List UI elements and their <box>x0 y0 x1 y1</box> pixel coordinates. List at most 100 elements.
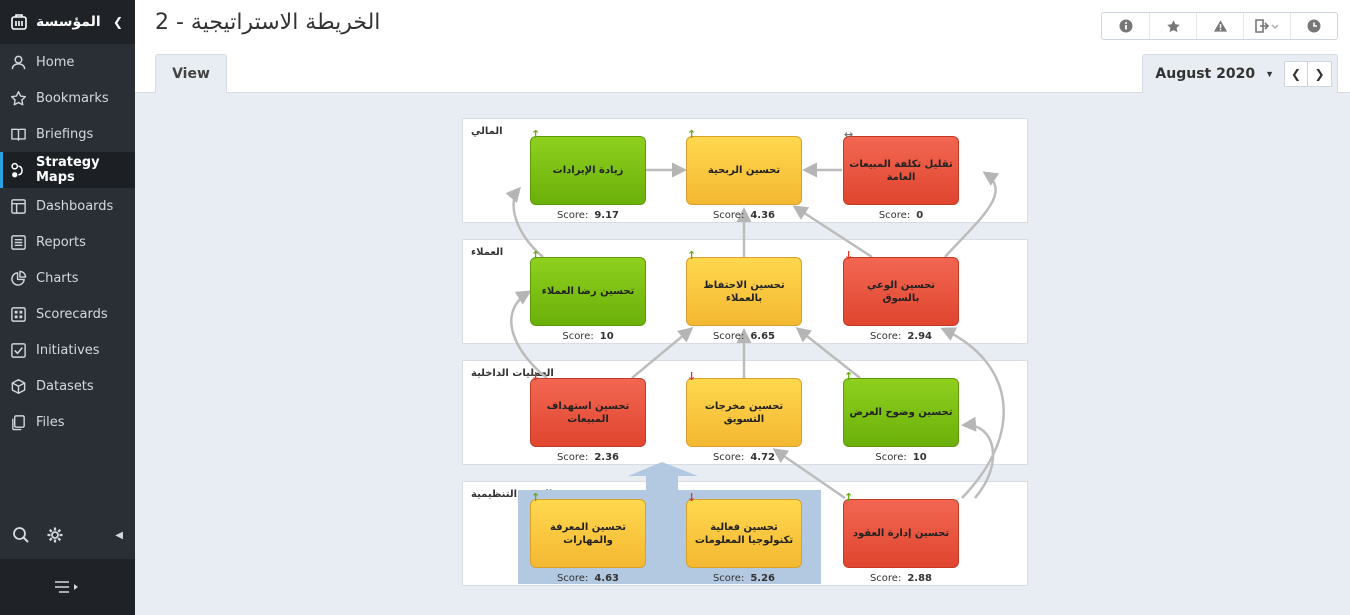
trend-flat-icon: ↔ <box>844 128 854 141</box>
score-value: 4.63 <box>594 573 620 584</box>
objective-node[interactable]: ↑ تحسين إدارة العقود <box>843 492 959 568</box>
period-label[interactable]: August 2020 <box>1155 66 1256 82</box>
score-value: 6.65 <box>750 331 776 342</box>
book-icon <box>11 128 26 141</box>
history-button[interactable] <box>1290 13 1337 39</box>
star-icon <box>10 90 27 105</box>
objective-node[interactable]: ↓ تحسين فعالية تكنولوجيا المعلومات <box>686 492 802 568</box>
trend-up-icon: ↑ <box>531 128 541 141</box>
page-title: الخريطة الاستراتيجية - 2 <box>155 10 381 35</box>
objective-node[interactable]: ↑ تحسين وضوح العرض <box>843 371 959 447</box>
caret-down-icon[interactable]: ▼ <box>1265 69 1274 79</box>
nav-item-briefings[interactable]: Briefings <box>0 116 135 152</box>
objective-label: تحسين الاحتفاظ بالعملاء <box>703 279 785 304</box>
score-label: Score: <box>712 331 745 342</box>
sidebar-tools: ◀ <box>0 515 135 555</box>
nav-item-reports[interactable]: Reports <box>0 224 135 260</box>
org-switcher[interactable]: المؤسسة ❮ <box>0 0 135 44</box>
score-label: Score: <box>556 452 589 463</box>
nav-item-strategy-maps[interactable]: Strategy Maps <box>0 152 135 188</box>
objective-node[interactable]: ↑ تحسين رضا العملاء <box>530 250 646 326</box>
nav-label: Files <box>36 414 65 430</box>
objective-node[interactable]: ↑ زيادة الإيرادات <box>530 129 646 205</box>
gear-icon[interactable] <box>46 526 64 544</box>
collapse-sidebar-icon[interactable]: ◀ <box>115 529 123 541</box>
objective-score: Score: 2.36 <box>530 452 646 463</box>
score-label: Score: <box>712 452 745 463</box>
search-icon[interactable] <box>12 526 30 544</box>
connector <box>961 416 995 499</box>
nav-item-initiatives[interactable]: Initiatives <box>0 332 135 368</box>
chevron-right-icon: ❯ <box>1314 67 1325 81</box>
trend-up-icon: ↑ <box>687 249 697 262</box>
objective-node[interactable]: ↓ تحسين استهداف المبيعات <box>530 371 646 447</box>
trend-down-icon: ↓ <box>844 249 854 262</box>
objective-label: تحسين المعرفة والمهارات <box>549 521 627 546</box>
objective-score: Score:0 <box>843 210 959 221</box>
objective-node[interactable]: ↓ تحسين الوعي بالسوق <box>843 250 959 326</box>
trend-up-icon: ↑ <box>687 128 697 141</box>
alert-button[interactable] <box>1196 13 1243 39</box>
export-button[interactable] <box>1243 13 1290 39</box>
objective-score: Score:10 <box>530 331 646 342</box>
score-value: 2.36 <box>594 452 620 463</box>
strategy-map: المالي العملاء العمليات الداخلية القدرة … <box>135 93 1350 615</box>
objective-score: Score:2.94 <box>843 331 959 342</box>
objective-label: تحسين رضا العملاء <box>541 286 635 297</box>
objective-label: تحسين وضوح العرض <box>849 407 953 418</box>
objective-node[interactable]: ↑ تحسين الاحتفاظ بالعملاء <box>686 250 802 326</box>
nav-item-dashboards[interactable]: Dashboards <box>0 188 135 224</box>
trend-up-icon: ↑ <box>531 491 541 504</box>
menu-expand-icon[interactable] <box>53 580 83 594</box>
tab-view[interactable]: View <box>155 54 227 93</box>
nav-menu: Home Bookmarks Briefings Strategy Maps D… <box>0 44 135 440</box>
score-label: Score: <box>562 331 594 342</box>
cube-icon <box>11 378 26 394</box>
previous-period-button[interactable]: ❮ <box>1284 61 1308 87</box>
score-label: Score: <box>712 210 745 221</box>
trend-down-icon: ↓ <box>687 370 697 383</box>
toolbar <box>1101 12 1338 40</box>
pie-chart-icon <box>11 270 27 286</box>
objective-label: تقليل تكلفة المبيعات العامة <box>849 158 953 183</box>
objective-node[interactable]: ↑ تحسين الربحية <box>686 129 802 205</box>
connector <box>940 327 1005 499</box>
score-value: 4.72 <box>750 452 776 463</box>
nav-item-scorecards[interactable]: Scorecards <box>0 296 135 332</box>
person-icon <box>11 55 26 69</box>
sidebar: المؤسسة ❮ Home Bookmarks Briefings Strat… <box>0 0 135 615</box>
scorecard-icon <box>11 306 26 322</box>
score-label: Score: <box>869 331 902 342</box>
score-value: 4.36 <box>750 210 776 221</box>
chevron-left-icon[interactable]: ❮ <box>112 15 123 29</box>
next-period-button[interactable]: ❯ <box>1308 61 1332 87</box>
info-button[interactable] <box>1102 13 1149 39</box>
sidebar-footer <box>0 559 135 615</box>
nav-item-datasets[interactable]: Datasets <box>0 368 135 404</box>
building-icon <box>11 14 27 30</box>
nav-item-bookmarks[interactable]: Bookmarks <box>0 80 135 116</box>
nav-label: Bookmarks <box>36 90 109 106</box>
nav-label: Strategy Maps <box>36 155 100 185</box>
objective-label: تحسين الوعي بالسوق <box>866 279 936 304</box>
bookmark-button[interactable] <box>1149 13 1196 39</box>
objective-score: Score:4.63 <box>530 573 646 584</box>
objective-label: تحسين فعالية تكنولوجيا المعلومات <box>694 521 794 546</box>
nav-label: Datasets <box>36 378 94 394</box>
nav-item-home[interactable]: Home <box>0 44 135 80</box>
connector <box>772 448 846 500</box>
score-label: Score: <box>712 573 745 584</box>
lane-label: العملاء <box>471 247 504 258</box>
nav-item-files[interactable]: Files <box>0 404 135 440</box>
objective-node[interactable]: ↔ تقليل تكلفة المبيعات العامة <box>843 129 959 205</box>
nav-label: Dashboards <box>36 198 114 214</box>
nav-item-charts[interactable]: Charts <box>0 260 135 296</box>
page-header: الخريطة الاستراتيجية - 2 View August 202… <box>135 0 1350 93</box>
objective-node[interactable]: ↓ تحسين مخرجات التسويق <box>686 371 802 447</box>
score-label: Score: <box>556 210 589 221</box>
trend-up-icon: ↑ <box>531 249 541 262</box>
connector <box>510 290 548 379</box>
connector <box>505 186 544 258</box>
objective-node[interactable]: ↑ تحسين المعرفة والمهارات <box>530 492 646 568</box>
objective-label: تحسين استهداف المبيعات <box>546 400 630 425</box>
